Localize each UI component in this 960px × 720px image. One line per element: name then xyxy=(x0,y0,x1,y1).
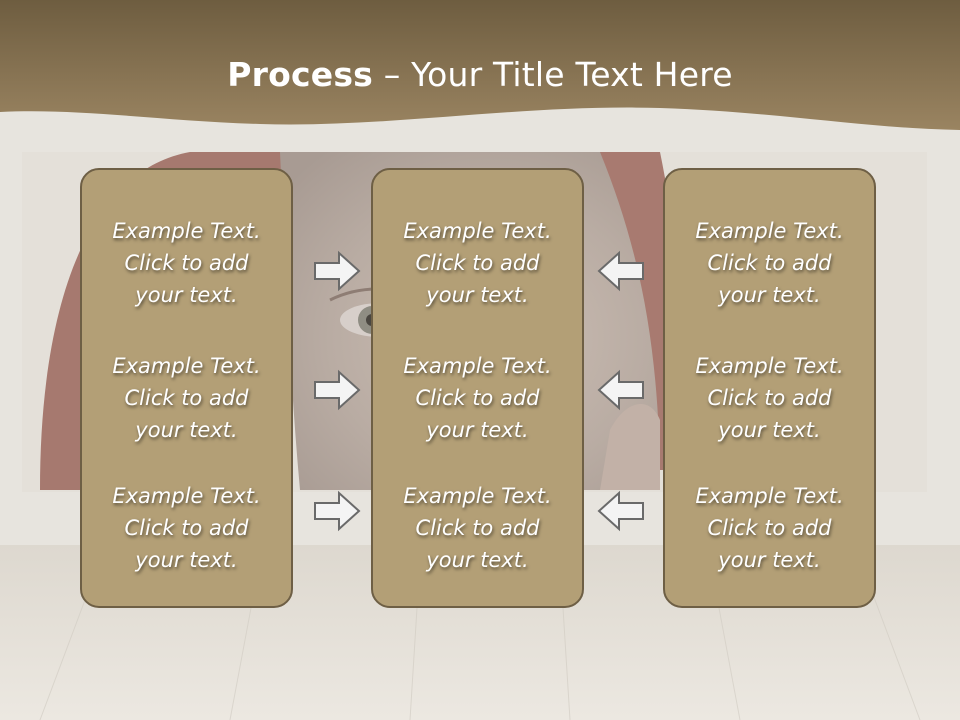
panel-right-text-2[interactable]: Example Text. Click to add your text. xyxy=(695,354,844,442)
panel-left-text-2[interactable]: Example Text. Click to add your text. xyxy=(112,354,261,442)
panel-center-text-3[interactable]: Example Text. Click to add your text. xyxy=(403,484,552,572)
slide-title[interactable]: Process – Your Title Text Here xyxy=(0,52,960,98)
panel-right-text-1[interactable]: Example Text. Click to add your text. xyxy=(695,219,844,307)
panel-center-text-1[interactable]: Example Text. Click to add your text. xyxy=(403,219,552,307)
title-bold: Process xyxy=(227,55,374,94)
process-panel-left[interactable]: Example Text. Click to add your text. Ex… xyxy=(80,168,293,608)
arrow-right-icon xyxy=(314,369,361,411)
panel-center-text-2[interactable]: Example Text. Click to add your text. xyxy=(403,354,552,442)
panel-right-text-3[interactable]: Example Text. Click to add your text. xyxy=(695,484,844,572)
process-panel-center[interactable]: Example Text. Click to add your text. Ex… xyxy=(371,168,584,608)
arrow-left-icon xyxy=(597,250,644,292)
arrow-right-icon xyxy=(314,490,361,532)
title-rest: – Your Title Text Here xyxy=(373,55,733,94)
process-panel-right[interactable]: Example Text. Click to add your text. Ex… xyxy=(663,168,876,608)
panel-left-text-3[interactable]: Example Text. Click to add your text. xyxy=(112,484,261,572)
arrow-right-icon xyxy=(314,250,361,292)
arrow-left-icon xyxy=(597,369,644,411)
panel-left-text-1[interactable]: Example Text. Click to add your text. xyxy=(112,219,261,307)
arrow-left-icon xyxy=(597,490,644,532)
